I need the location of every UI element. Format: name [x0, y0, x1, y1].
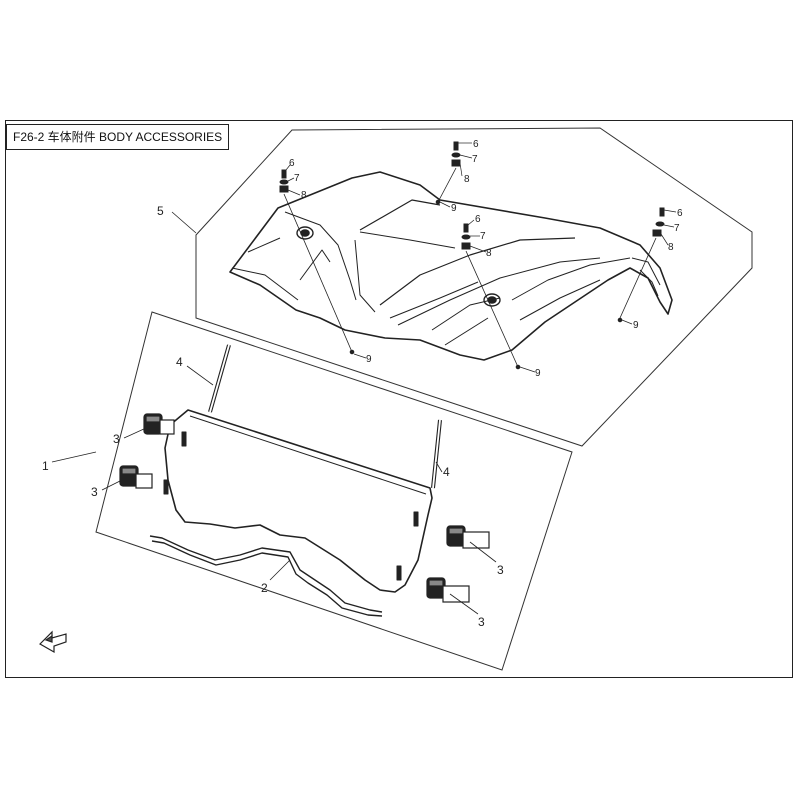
leader-line-2	[269, 559, 291, 581]
callout-grommet-d: 8	[668, 242, 674, 253]
callout-screw-d: 6	[677, 208, 683, 219]
rubber-strip-left	[208, 344, 231, 413]
mount-hole-right	[483, 293, 501, 307]
callout-washer-c: 7	[480, 231, 486, 242]
windshield-group-boundary	[95, 311, 573, 671]
callout-clamp-lower-right: 3	[478, 615, 485, 629]
callout-screw-b: 6	[473, 139, 479, 150]
leader-line-1	[51, 451, 97, 463]
clamp-leader-lines	[101, 427, 497, 615]
callout-washer-a: 7	[294, 173, 300, 184]
clamp-lower-left	[119, 465, 153, 489]
callout-grommet-a: 8	[301, 190, 307, 201]
callout-screw-a: 6	[289, 158, 295, 169]
hardware-stack-c	[461, 223, 521, 370]
callout-roof-assembly: 5	[157, 204, 164, 218]
mount-hole-left	[296, 226, 314, 240]
clamp-upper-left	[143, 413, 175, 435]
callout-grommet-c: 8	[486, 248, 492, 259]
callout-clamp-upper-left: 3	[113, 432, 120, 446]
drawing-frame	[5, 120, 793, 678]
callout-washer-b: 7	[472, 154, 478, 165]
roof-panel	[229, 171, 673, 361]
callout-clamp-upper-right: 3	[497, 563, 504, 577]
leader-line-4-right	[435, 461, 443, 473]
callout-screw-c: 6	[475, 214, 481, 225]
small-leader-lines	[285, 142, 677, 373]
callout-windshield-seal: 2	[261, 581, 268, 595]
callout-nut-d: 9	[633, 320, 639, 331]
windshield-panel	[163, 409, 433, 593]
leader-line-5	[171, 211, 197, 234]
callout-clamp-lower-left: 3	[91, 485, 98, 499]
callout-rubber-strip-left: 4	[176, 355, 183, 369]
hardware-stack-b	[435, 141, 461, 205]
windshield-seal	[149, 535, 383, 617]
callout-nut-c: 9	[535, 368, 541, 379]
callout-grommet-b: 8	[464, 174, 470, 185]
direction-arrow-icon	[39, 630, 67, 654]
callout-windshield-assembly: 1	[42, 459, 49, 473]
diagram-title: F26-2 车体附件 BODY ACCESSORIES	[6, 124, 230, 150]
clamp-upper-right	[446, 525, 490, 549]
hardware-stack-d	[617, 207, 665, 323]
leader-line-4-left	[186, 365, 214, 386]
hardware-stack-a	[279, 169, 355, 355]
callout-washer-d: 7	[674, 223, 680, 234]
callout-nut-a: 9	[366, 354, 372, 365]
callout-rubber-strip-right: 4	[443, 465, 450, 479]
clamp-lower-right	[426, 577, 470, 603]
rubber-strip-right	[431, 419, 442, 489]
roof-group-boundary	[195, 127, 753, 447]
callout-nut-b: 9	[451, 203, 457, 214]
